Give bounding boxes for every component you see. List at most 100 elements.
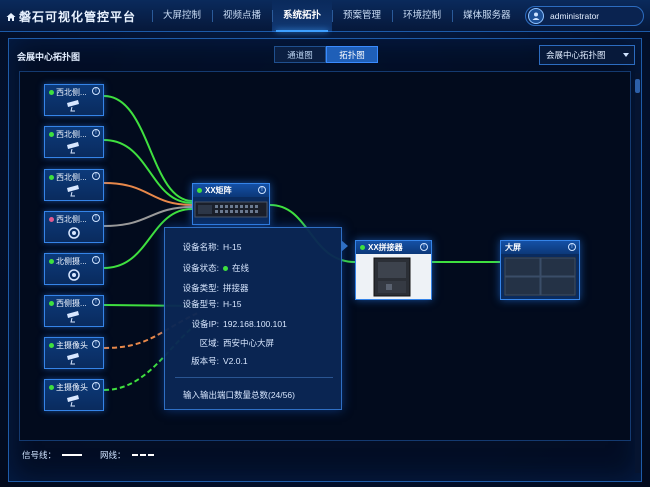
nav-video-on-demand[interactable]: 视频点播 [212, 0, 272, 32]
splicer-label: XX拼接器 [368, 243, 403, 252]
status-dot [49, 301, 54, 306]
network-line-swatch [131, 454, 154, 456]
home-icon [6, 12, 16, 21]
device-info-tooltip: 设备名称:H-15 设备状态:在线 设备类型:拼接器 设备型号:H-15 设备I… [164, 227, 348, 410]
info-icon[interactable]: ! [92, 87, 100, 95]
topology-select-value: 会展中心拓扑图 [546, 50, 606, 60]
panel-title: 会展中心拓扑图 [17, 52, 81, 62]
tooltip-row-device-status: 设备状态:在线 [182, 263, 250, 273]
status-dot [49, 132, 54, 137]
info-icon[interactable]: ! [92, 256, 100, 264]
vertical-scrollbar[interactable] [635, 73, 640, 473]
user-icon [532, 12, 540, 20]
brand[interactable]: 磐石可视化管控平台 [6, 8, 136, 25]
splicer-header: XX拼接器 ! [356, 241, 431, 254]
tooltip-divider [175, 377, 333, 378]
device-label: 西北侧... [56, 88, 87, 97]
screen-device-card[interactable]: 大屏 ! [500, 240, 580, 300]
device-card[interactable]: 西侧摄... ! [44, 295, 104, 327]
camera-icon [67, 142, 79, 154]
camera-icon [67, 185, 79, 197]
nav-environment-control[interactable]: 环境控制 [392, 0, 452, 32]
tab-channel-view[interactable]: 通道图 [274, 46, 326, 63]
screen-label: 大屏 [505, 243, 521, 252]
info-icon[interactable]: ! [92, 298, 100, 306]
device-card[interactable]: 主摄像头 ! [44, 337, 104, 369]
info-icon[interactable]: ! [92, 382, 100, 390]
splicer-hardware-icon [373, 257, 411, 297]
dome-camera-icon [68, 269, 80, 281]
signal-line-swatch [62, 454, 83, 456]
legend-signal-label: 信号线： [22, 450, 57, 460]
device-card[interactable]: 西北侧... ! [44, 84, 104, 116]
status-dot [360, 245, 365, 250]
device-label: 西侧摄... [56, 299, 87, 308]
info-icon[interactable]: ! [420, 243, 428, 251]
avatar [528, 8, 544, 24]
status-dot [49, 343, 54, 348]
tooltip-port-total: 输入输出端口数量总数(24/56) [183, 390, 295, 400]
info-icon[interactable]: ! [258, 186, 266, 194]
camera-icon [67, 311, 79, 323]
video-wall-icon [504, 257, 576, 296]
nav-system-topology[interactable]: 系统拓扑 [272, 0, 333, 32]
tooltip-row-area: 区域:西安中心大屏 [199, 338, 275, 348]
tooltip-arrow [341, 240, 348, 252]
info-icon[interactable]: ! [92, 129, 100, 137]
topology-select[interactable]: 会展中心拓扑图 [539, 45, 635, 65]
tooltip-row-version: 版本号:V2.0.1 [191, 356, 248, 366]
caret-down-icon [623, 53, 629, 57]
screen-header: 大屏 ! [501, 241, 579, 254]
device-card[interactable]: 西北侧... ! [44, 169, 104, 201]
device-card[interactable]: 西北侧... ! [44, 126, 104, 158]
user-name: administrator [550, 11, 600, 21]
splicer-image-area [356, 254, 431, 299]
status-dot [49, 90, 54, 95]
camera-icon [67, 100, 79, 112]
scroll-thumb[interactable] [635, 79, 640, 93]
tooltip-row-device-type: 设备类型:拼接器 [182, 283, 249, 293]
user-menu[interactable]: administrator [525, 6, 644, 26]
matrix-device-card[interactable]: XX矩阵 ! [192, 183, 270, 225]
top-bar: 磐石可视化管控平台 大屏控制 视频点播 系统拓扑 预案管理 环境控制 媒体服务器… [0, 0, 650, 32]
device-label: 西北侧... [56, 130, 87, 139]
info-icon[interactable]: ! [92, 172, 100, 180]
status-dot [49, 259, 54, 264]
tab-topology-view[interactable]: 拓扑图 [326, 46, 378, 63]
dome-camera-icon [68, 227, 80, 239]
info-icon[interactable]: ! [568, 243, 576, 251]
device-card[interactable]: 主摄像头 ! [44, 379, 104, 411]
app-title: 磐石可视化管控平台 [19, 10, 137, 24]
device-label: 主摄像头 [56, 383, 88, 392]
nav-screen-control[interactable]: 大屏控制 [152, 0, 212, 32]
matrix-header: XX矩阵 ! [193, 184, 269, 197]
matrix-label: XX矩阵 [205, 186, 232, 195]
legend-network-label: 网线： [100, 450, 126, 460]
view-tabs: 通道图 拓扑图 [274, 46, 378, 63]
camera-icon [67, 353, 79, 365]
tooltip-row-device-ip: 设备IP:192.168.100.101 [191, 319, 287, 329]
nav-media-server[interactable]: 媒体服务器 [452, 0, 522, 32]
nav-plan-management[interactable]: 预案管理 [332, 0, 392, 32]
info-icon[interactable]: ! [92, 214, 100, 222]
device-label: 西北侧... [56, 173, 87, 182]
line-legend: 信号线： 网线： [22, 449, 154, 461]
device-label: 主摄像头 [56, 341, 88, 350]
main-nav: 大屏控制 视频点播 系统拓扑 预案管理 环境控制 媒体服务器 [152, 0, 522, 32]
splicer-device-card[interactable]: XX拼接器 ! [355, 240, 432, 300]
matrix-hardware-icon [194, 201, 268, 218]
status-dot [49, 175, 54, 180]
info-icon[interactable]: ! [92, 340, 100, 348]
device-label: 北侧摄... [56, 257, 87, 266]
tooltip-row-device-model: 设备型号:H-15 [182, 299, 242, 309]
status-dot [197, 188, 202, 193]
online-status-dot [223, 266, 228, 272]
device-label: 西北侧... [56, 215, 87, 224]
camera-icon [67, 395, 79, 407]
tooltip-row-device-name: 设备名称:H-15 [182, 242, 242, 252]
device-card[interactable]: 西北侧... ! [44, 211, 104, 243]
status-dot [49, 217, 54, 222]
device-card[interactable]: 北侧摄... ! [44, 253, 104, 285]
status-dot [49, 385, 54, 390]
